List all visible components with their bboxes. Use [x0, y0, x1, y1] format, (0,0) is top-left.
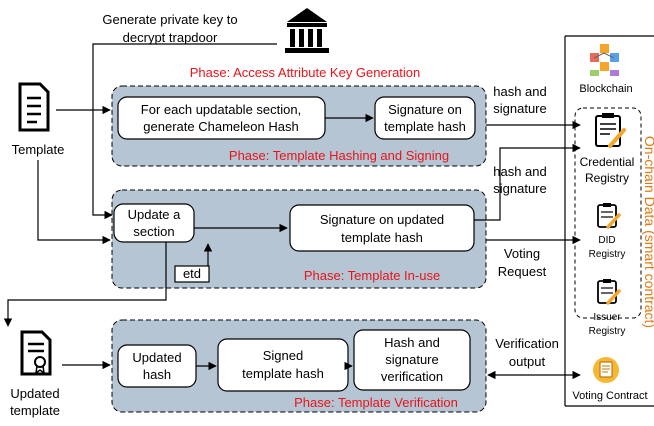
updated-template-line2: template — [10, 403, 60, 418]
update-to-updated-template-arrow — [3, 242, 167, 327]
onchain-data-label: On-chain Data (smart contract) — [642, 136, 654, 328]
updated-hash-line1: Updated — [132, 350, 181, 365]
updated-template-certificate-icon — [20, 330, 52, 376]
credential-registry-line1: Credential — [580, 155, 635, 169]
etd-label: etd — [183, 266, 201, 281]
blockchain-icon — [590, 44, 619, 76]
sign-updated-hash-line1: Signature on updated — [320, 212, 444, 227]
credential-registry-icon — [595, 113, 626, 148]
did-registry-icon — [597, 203, 621, 229]
etd-box — [174, 265, 210, 283]
chameleon-hash-line1: For each updatable section, — [141, 102, 301, 117]
voting-contract-label: Voting Contract — [572, 390, 647, 402]
did-registry-line2: Registry — [589, 249, 626, 260]
update-section-box — [113, 203, 195, 243]
phase-hashing-signing: Phase: Template Hashing and Signing — [229, 148, 449, 163]
verification-output-line2: output — [509, 354, 546, 369]
template-to-inuse-arrow — [37, 160, 111, 245]
voting-request-line2: Request — [498, 264, 547, 279]
phase-in-use: Phase: Template In-use — [304, 268, 440, 283]
signed-template-hash-box — [217, 338, 349, 392]
sign-updated-hash-box — [289, 204, 475, 252]
verification-box-line3: verification — [381, 369, 443, 384]
hash-signature-1-line1: hash and — [493, 84, 547, 99]
credential-registry-line2: Registry — [585, 171, 629, 185]
template-label: Template — [12, 142, 65, 157]
sign-template-hash-line2: template hash — [384, 119, 466, 134]
hash-signature-1-line2: signature — [493, 101, 546, 116]
phase-key-generation: Phase: Access Attribute Key Generation — [190, 65, 421, 80]
hash-signature-verification-box — [353, 329, 471, 391]
hash-signature-2-line2: signature — [493, 181, 546, 196]
did-registry-line1: DID — [598, 235, 615, 246]
signed-template-hash-line2: template hash — [242, 366, 324, 381]
authority-icon — [285, 8, 329, 53]
chameleon-hash-line2: generate Chameleon Hash — [143, 119, 298, 134]
hash-signature-arrow-2 — [474, 143, 581, 221]
voting-contract-icon — [593, 357, 619, 383]
issuer-registry-line1: Issuer — [593, 312, 621, 323]
updated-hash-line2: hash — [143, 367, 171, 382]
verification-box-line1: Hash and — [384, 335, 440, 350]
update-section-line2: section — [133, 224, 174, 239]
issuer-registry-line2: Registry — [589, 326, 626, 337]
phase-verification: Phase: Template Verification — [294, 395, 458, 410]
sign-template-hash-box — [374, 96, 476, 140]
signed-template-hash-line1: Signed — [263, 348, 303, 363]
onchain-data-box — [574, 107, 642, 319]
authority-caption-line2: decrypt trapdoor — [123, 30, 218, 45]
verification-box-line2: signature — [385, 352, 438, 367]
sign-template-hash-line1: Signature on — [388, 102, 462, 117]
issuer-registry-icon — [597, 279, 621, 305]
verification-output-line1: Verification — [495, 336, 559, 351]
blockchain-title: Blockchain — [579, 83, 632, 95]
sign-updated-hash-line2: template hash — [341, 230, 423, 245]
authority-caption-line1: Generate private key to — [102, 12, 237, 27]
updated-template-line1: Updated — [10, 386, 59, 401]
voting-request-line1: Voting — [504, 246, 540, 261]
template-document-icon — [18, 82, 50, 132]
hash-signature-2-line1: hash and — [493, 164, 547, 179]
update-section-line1: Update a — [128, 207, 182, 222]
key-distribution-arrow — [92, 43, 277, 220]
